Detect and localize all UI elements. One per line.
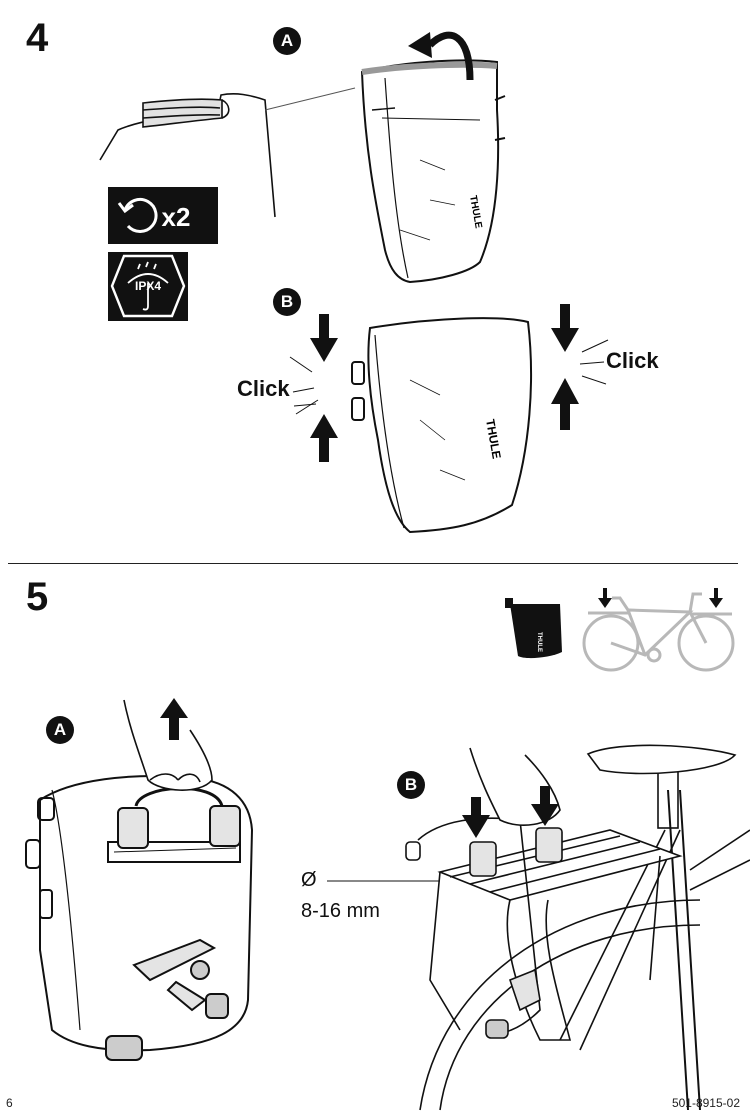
roll-arrowhead [408,32,432,58]
hand-5a [123,699,213,791]
pannier-4a [360,59,506,284]
lift-arrow [160,698,188,740]
brand-mark-4b: THULE [483,418,504,460]
page-number: 6 [6,1096,13,1110]
pannier-4b [351,317,533,534]
fold-badge: x2 [108,187,218,244]
click-arrows-right [551,304,609,430]
ipx4-label: IPX4 [135,279,161,293]
fold-count: x2 [162,202,191,232]
mini-pannier-icon: THULE [505,598,562,659]
bike-mount-arrows [598,588,723,608]
bike-rack-5b [405,744,750,1111]
mini-brand-mark: THULE [536,632,542,652]
step-5-number: 5 [26,575,49,619]
step-4b-badge: B [273,288,301,316]
step-5b-badge: B [397,771,425,799]
rolltop-detail [99,93,276,218]
click-arrows-left [289,314,338,462]
step-4a-badge: A [273,27,301,55]
document-code: 501-8915-02 [671,1096,740,1110]
click-label-left: Click [237,376,290,401]
section-divider [8,563,738,564]
pannier-5a [25,775,254,1061]
diameter-symbol: Ø [301,869,317,891]
rotate-icon [117,197,158,233]
diameter-value: 8-16 mm [301,900,380,922]
click-label-right: Click [606,348,659,373]
umbrella-rain-icon [127,261,169,311]
roll-arrow [427,31,474,81]
step-4-number: 4 [26,16,49,60]
bike-icon [582,592,735,672]
ipx4-badge: IPX4 [108,252,188,321]
detail-leader-line [264,87,356,111]
step-5a-badge: A [46,716,74,744]
press-arrows-5b [462,786,559,838]
